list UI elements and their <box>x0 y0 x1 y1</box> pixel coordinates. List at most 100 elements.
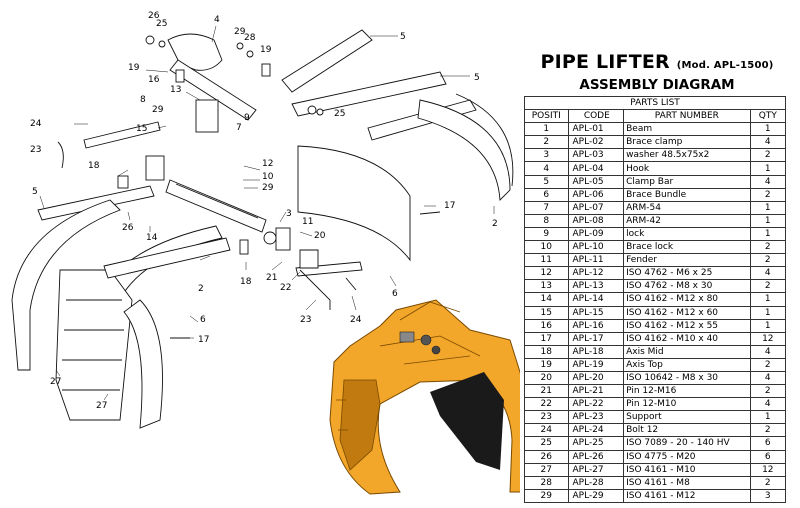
cell-code: APL-21 <box>567 384 625 399</box>
cell-code: APL-17 <box>567 331 625 346</box>
beam-part <box>165 179 267 233</box>
render-shadow <box>430 372 504 470</box>
cell-qty: 2 <box>749 279 787 294</box>
cell-position: 19 <box>524 357 569 372</box>
cell-qty: 1 <box>749 292 787 307</box>
cell-code: APL-13 <box>567 279 625 294</box>
cell-qty: 4 <box>749 397 787 412</box>
title-model: (Mod. APL-1500) <box>676 60 774 71</box>
callout: 15 <box>136 124 147 134</box>
cell-part-number: ISO 4161 - M8 <box>623 475 751 490</box>
cell-position: 3 <box>524 148 569 163</box>
cell-part-number: ARM-54 <box>623 200 751 215</box>
cell-position: 6 <box>524 187 569 202</box>
callout: 23 <box>30 145 41 155</box>
cell-part-number: ISO 4162 - M12 x 80 <box>623 292 751 307</box>
brace-clamp-rear <box>417 99 511 202</box>
cell-code: APL-14 <box>567 292 625 307</box>
callout: 5 <box>474 73 480 83</box>
callout: 10 <box>262 172 274 182</box>
cell-position: 2 <box>524 135 569 150</box>
cell-position: 29 <box>524 488 569 503</box>
cell-part-number: ISO 7089 - 20 - 140 HV <box>623 436 751 451</box>
cell-qty: 1 <box>749 213 787 228</box>
cell-position: 28 <box>524 475 569 490</box>
cell-code: APL-11 <box>567 253 625 268</box>
cell-position: 21 <box>524 384 569 399</box>
cell-position: 10 <box>524 240 569 255</box>
cell-qty: 2 <box>749 253 787 268</box>
parts-list-table: PARTS LIST POSITI CODE PART NUMBER QTY 1… <box>524 95 787 503</box>
cell-qty: 4 <box>749 135 787 150</box>
cell-part-number: ISO 4762 - M6 x 25 <box>623 266 751 281</box>
cell-code: APL-16 <box>567 318 625 333</box>
page-title: PIPE LIFTER (Mod. APL-1500) <box>524 51 790 73</box>
cell-part-number: ISO 4162 - M10 x 40 <box>623 331 751 346</box>
callout-labels: 26 25 4 29 28 19 5 5 19 16 13 8 29 9 7 2… <box>30 11 498 411</box>
brace-bundle-left <box>55 269 133 421</box>
parts-list-heading: PARTS LIST <box>524 95 786 111</box>
cell-part-number: washer 48.5x75x2 <box>623 148 751 163</box>
cell-qty: 2 <box>749 384 787 399</box>
cell-code: APL-23 <box>567 410 625 425</box>
callout: 21 <box>266 273 277 283</box>
brace-clamp-front-1 <box>11 199 121 371</box>
page-subtitle: ASSEMBLY DIAGRAM <box>579 77 735 93</box>
cell-position: 1 <box>524 122 569 137</box>
callout: 25 <box>334 109 345 119</box>
cell-qty: 3 <box>749 488 787 503</box>
cell-code: APL-10 <box>567 240 625 255</box>
cell-code: APL-06 <box>567 187 625 202</box>
cell-part-number: ISO 4762 - M8 x 30 <box>623 279 751 294</box>
cell-qty: 2 <box>749 187 787 202</box>
callout: 2 <box>198 284 204 294</box>
callout: 28 <box>244 33 256 43</box>
rendered-view <box>329 299 520 495</box>
callout: 27 <box>96 401 107 411</box>
cell-qty: 12 <box>749 462 787 477</box>
cell-code: APL-03 <box>567 148 625 163</box>
cell-code: APL-12 <box>567 266 625 281</box>
cell-position: 24 <box>524 423 569 438</box>
arm-plate <box>169 59 257 121</box>
cell-part-number: ISO 10642 - M8 x 30 <box>623 370 751 386</box>
cell-part-number: ISO 4162 - M12 x 55 <box>623 318 751 333</box>
cell-qty: 4 <box>749 266 787 281</box>
cell-position: 9 <box>524 226 569 242</box>
column-header-qty: QTY <box>749 109 787 124</box>
clamp-bar-left <box>37 185 155 221</box>
cell-qty: 2 <box>749 423 787 438</box>
cell-qty: 2 <box>749 475 787 490</box>
cell-part-number: Clamp Bar <box>623 174 751 189</box>
cell-qty: 6 <box>749 436 787 451</box>
callout: 19 <box>128 63 140 73</box>
brace-bundle-right <box>123 299 163 429</box>
cell-qty: 1 <box>749 200 787 215</box>
cell-qty: 6 <box>749 449 787 464</box>
cell-qty: 4 <box>749 370 787 386</box>
cell-part-number: ISO 4161 - M12 <box>623 488 751 503</box>
cell-code: APL-15 <box>567 305 625 320</box>
cell-code: APL-22 <box>567 397 625 412</box>
column-header-position: POSITI <box>524 109 569 124</box>
cell-part-number: Axis Mid <box>623 344 751 359</box>
cell-position: 12 <box>524 266 569 281</box>
cell-code: APL-27 <box>567 462 625 477</box>
cell-position: 4 <box>524 161 569 176</box>
callout: 18 <box>240 277 252 287</box>
callout: 19 <box>260 45 272 55</box>
callout: 7 <box>236 123 242 133</box>
